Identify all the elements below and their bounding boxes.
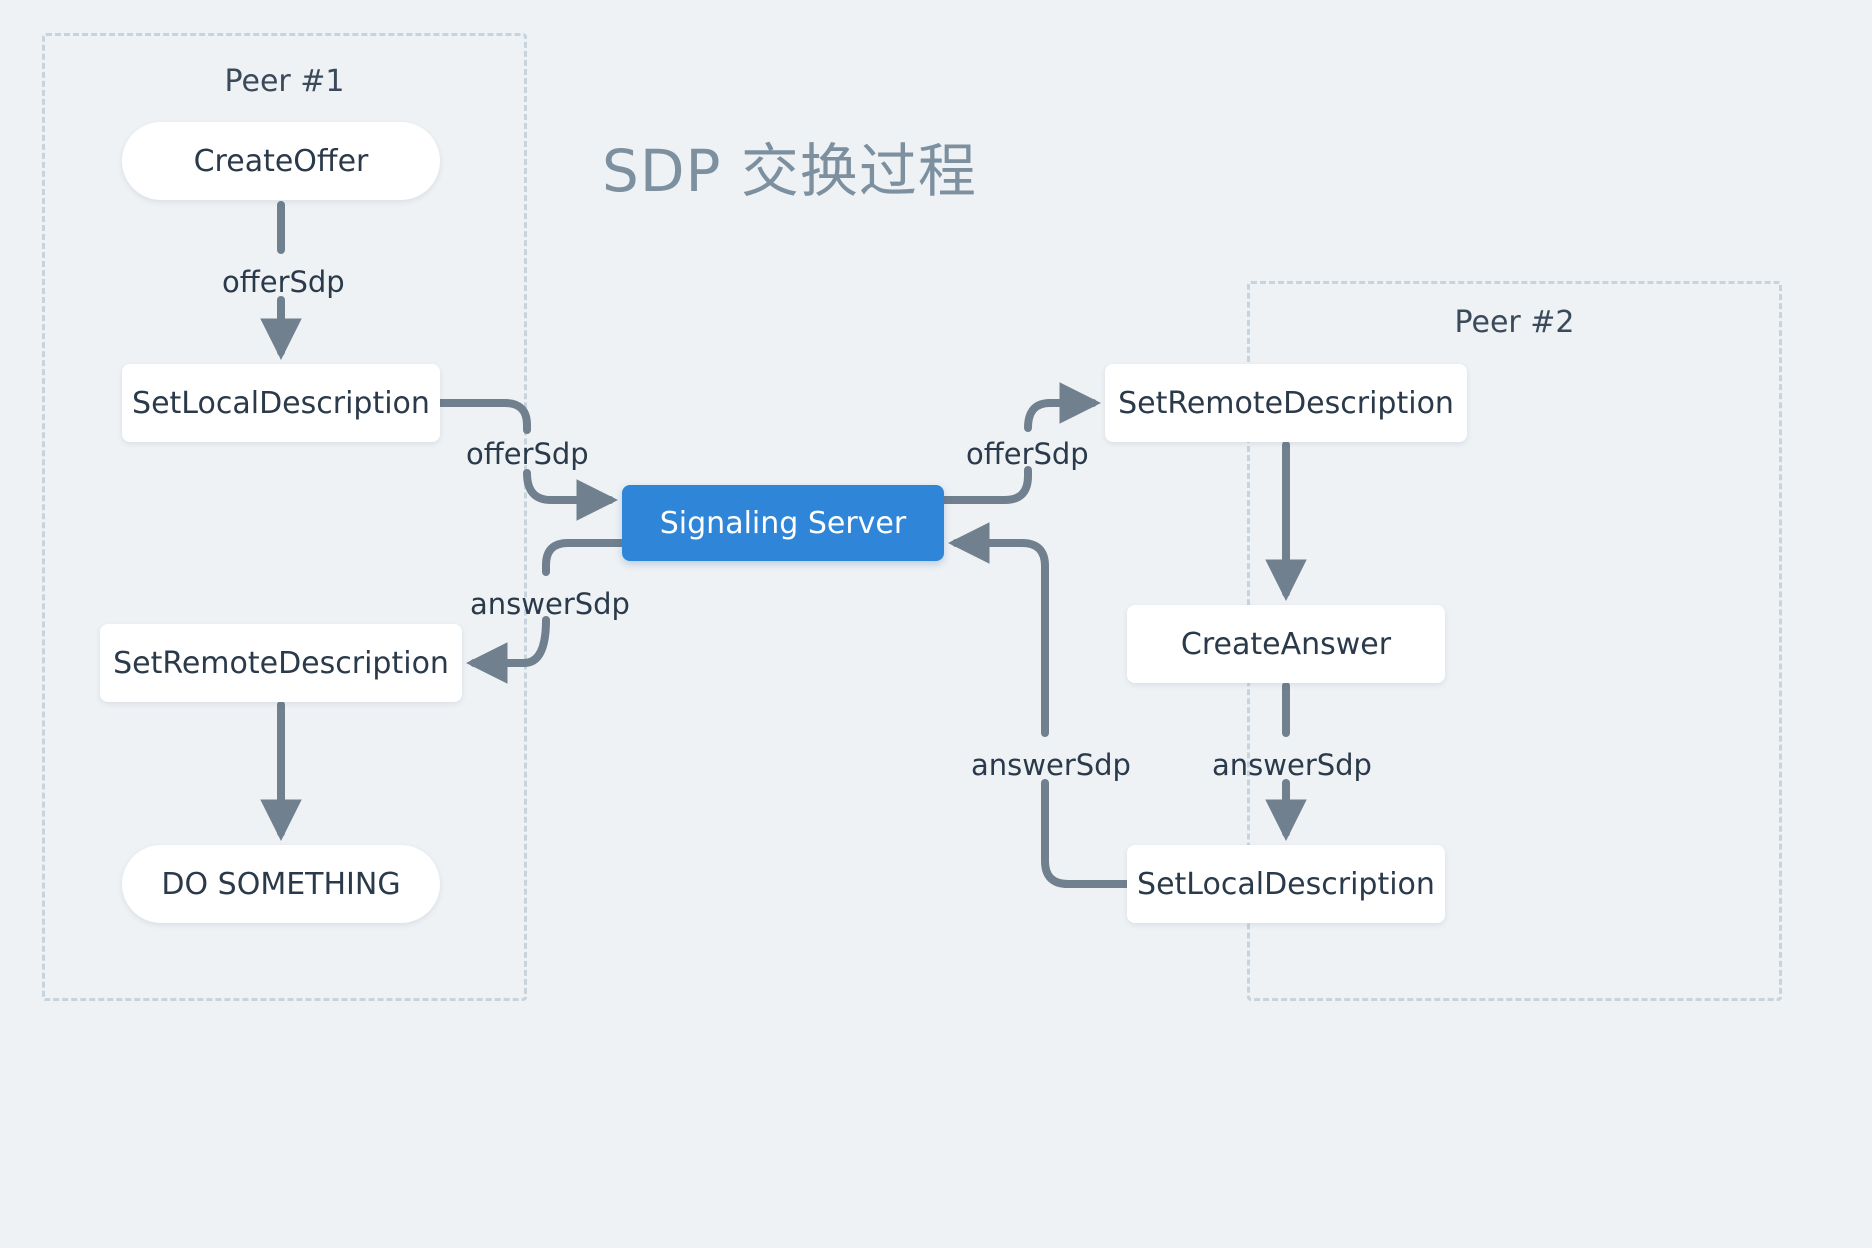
node-create-answer[interactable]: CreateAnswer: [1127, 605, 1445, 683]
edge-server-to-p2setremote-upper: [1024, 382, 1102, 432]
edge-p1setlocal-to-server-lower: [523, 469, 619, 521]
edge-label-server-to-peer2: offerSdp: [966, 437, 1089, 471]
page-title: SDP 交换过程: [602, 137, 977, 205]
node-do-something[interactable]: DO SOMETHING: [122, 845, 440, 923]
peer-2-title: Peer #2: [1454, 305, 1575, 340]
node-peer1-set-local-description[interactable]: SetLocalDescription: [122, 364, 440, 442]
edge-p2setlocal-to-server-top: [947, 522, 1049, 737]
edge-label-peer2-answer-down: answerSdp: [1212, 748, 1372, 782]
node-create-offer[interactable]: CreateOffer: [122, 122, 440, 200]
node-peer1-set-remote-description[interactable]: SetRemoteDescription: [100, 624, 462, 702]
node-peer2-set-local-description[interactable]: SetLocalDescription: [1127, 845, 1445, 923]
edge-server-to-p2setremote-lower: [940, 466, 1032, 504]
node-peer2-set-remote-description[interactable]: SetRemoteDescription: [1105, 364, 1467, 442]
node-signaling-server[interactable]: Signaling Server: [622, 485, 944, 561]
peer-1-container: [42, 33, 527, 1001]
edge-label-peer2-to-server-answer: answerSdp: [971, 748, 1131, 782]
edge-label-peer1-to-server: offerSdp: [466, 437, 589, 471]
edge-p2setlocal-to-server-bottom: [1041, 779, 1131, 888]
edge-server-to-p1setremote-upper: [542, 539, 626, 576]
edge-label-server-to-peer1-answer: answerSdp: [470, 587, 630, 621]
edge-label-peer1-offer-down: offerSdp: [222, 265, 345, 299]
peer-1-title: Peer #1: [224, 64, 345, 99]
